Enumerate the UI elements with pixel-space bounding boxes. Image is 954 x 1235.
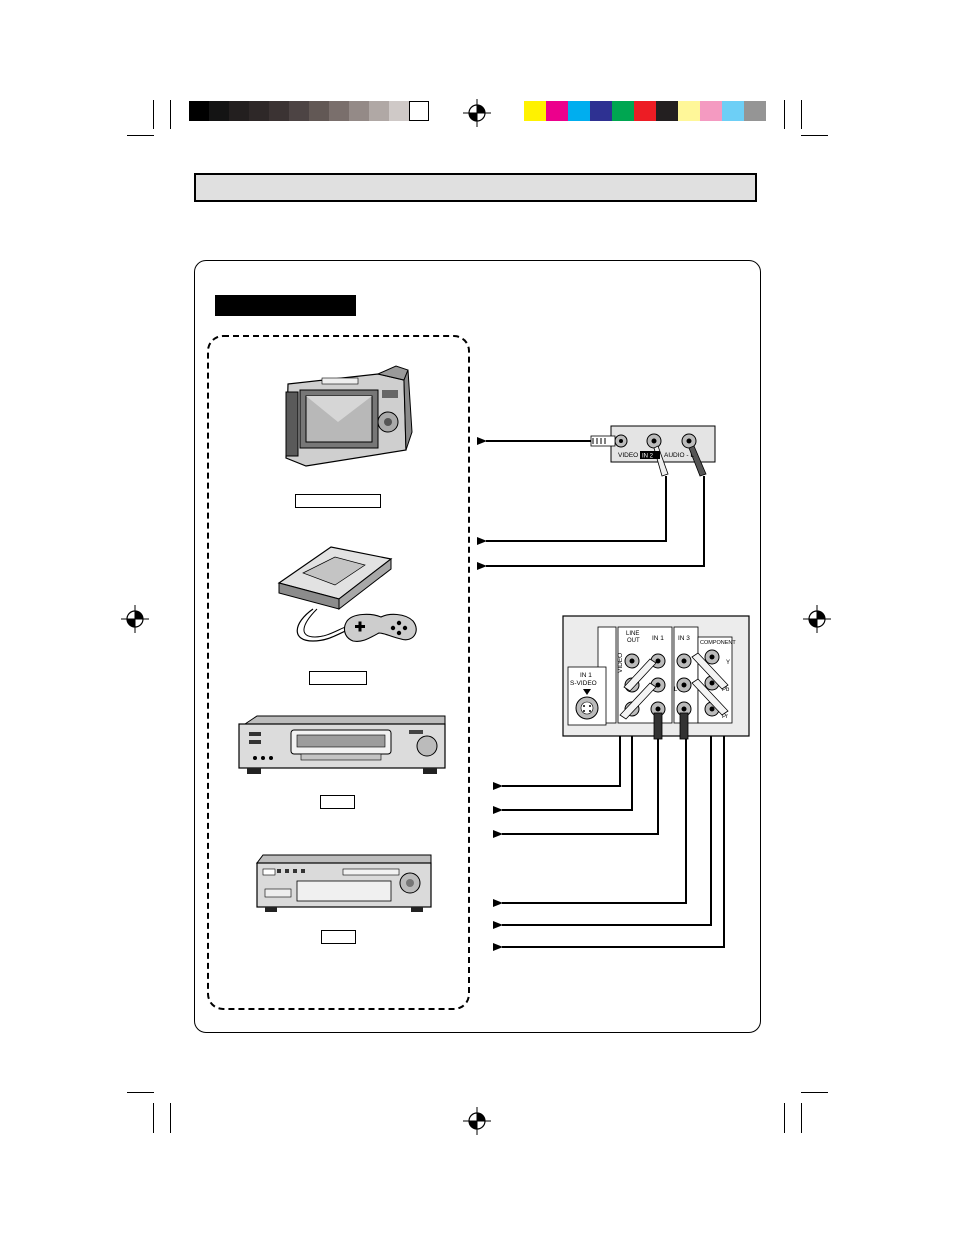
color-swatch [612, 101, 634, 121]
rear-in1-label: IN 1 [652, 635, 664, 642]
color-swatch [656, 101, 678, 121]
rear-line-out-line2: OUT [627, 638, 640, 644]
color-swatch [568, 101, 590, 121]
subsection-label [215, 295, 356, 316]
gray-swatch [349, 101, 369, 121]
dvd-caption [321, 930, 356, 944]
vcr-icon [238, 715, 446, 774]
rear-jack-panel: IN 1 S-VIDEO VIDEO LINE OUT IN 1 IN 3 CO… [562, 615, 750, 740]
color-swatch [524, 101, 546, 121]
registration-target-icon [803, 605, 831, 633]
gray-swatch [249, 101, 269, 121]
color-swatch [700, 101, 722, 121]
gray-swatch [289, 101, 309, 121]
gray-swatch [389, 101, 409, 121]
color-swatch [744, 101, 766, 121]
color-swatch [590, 101, 612, 121]
registration-target-icon [463, 1107, 491, 1135]
front-audio-label: AUDIO - L [664, 452, 694, 459]
color-swatch [722, 101, 744, 121]
front-video-label: VIDEO [618, 452, 638, 459]
gray-swatch [409, 101, 429, 121]
gray-swatch [209, 101, 229, 121]
rear-line-out-line1: LINE [626, 631, 639, 637]
game-caption [309, 671, 367, 685]
gray-swatch [309, 101, 329, 121]
rear-y-label: Y [726, 660, 730, 666]
rear-in1-svideo-line2: S-VIDEO [570, 680, 597, 687]
rear-pr-label: Pr [722, 714, 728, 720]
color-swatch [634, 101, 656, 121]
color-swatch [546, 101, 568, 121]
rear-component-label: COMPONENT [700, 640, 736, 646]
dvd-player-icon [256, 854, 432, 912]
rear-in3-label: IN 3 [678, 635, 690, 642]
gray-swatch [189, 101, 209, 121]
rear-jack-l-label: L [674, 687, 678, 693]
color-swatch [678, 101, 700, 121]
front-jack-panel: VIDEO IN 2 AUDIO - L [590, 425, 716, 477]
gray-swatch [229, 101, 249, 121]
rear-in1-svideo-line1: IN 1 [580, 672, 592, 679]
game-console-icon [277, 546, 417, 642]
vcr-caption [320, 795, 355, 809]
rear-pb-label: Pb [722, 687, 730, 693]
gray-swatch [269, 101, 289, 121]
camcorder-icon [285, 365, 413, 467]
gray-swatch [369, 101, 389, 121]
registration-target-icon [121, 605, 149, 633]
camcorder-caption [295, 494, 381, 508]
section-title-bar [194, 173, 757, 202]
front-in2-label: IN 2 [642, 454, 654, 460]
rear-video-label: VIDEO [617, 653, 624, 673]
external-devices-group [207, 335, 470, 1010]
registration-target-icon [463, 99, 491, 127]
connection-diagram-panel [194, 260, 761, 1033]
gray-swatch [329, 101, 349, 121]
